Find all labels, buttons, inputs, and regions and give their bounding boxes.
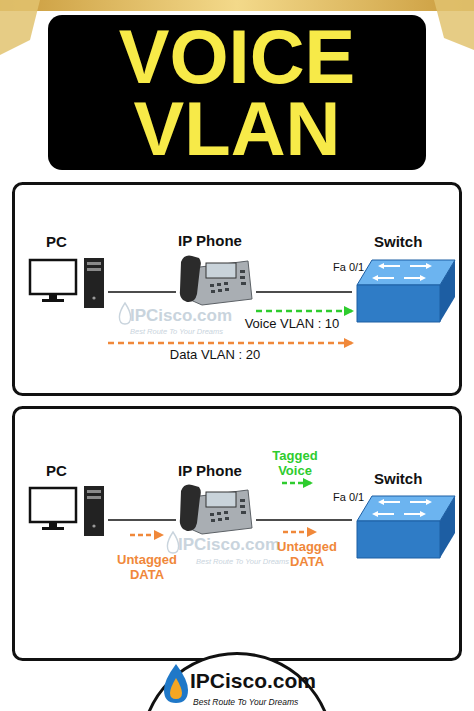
pc-node: PC <box>26 230 108 352</box>
node-label: IP Phone <box>178 232 242 249</box>
link-line <box>108 291 176 293</box>
logo-drop <box>164 664 188 703</box>
title-text: VOICE VLAN <box>119 14 356 171</box>
gold-streak <box>0 0 40 55</box>
untagged-arrow <box>130 534 162 537</box>
vlan-arrow <box>256 310 352 313</box>
watermark-mark <box>119 303 130 324</box>
traffic-label: Untagged DATA <box>115 553 179 583</box>
port-label: Fa 0/1 <box>333 261 364 274</box>
node-label: Switch <box>374 233 422 250</box>
panel-frame <box>14 408 461 660</box>
pc-icon <box>30 486 104 536</box>
pc-icon <box>30 258 104 308</box>
port-label: Fa 0/1 <box>333 491 364 504</box>
untagged-arrow <box>283 531 315 534</box>
link-line <box>256 291 352 293</box>
panel-frame <box>14 184 461 395</box>
traffic-label: Tagged Voice <box>266 449 324 479</box>
node-label: PC <box>46 462 67 479</box>
switch-node: Switch <box>352 467 458 562</box>
link-line <box>108 519 176 521</box>
vlan-arrow <box>108 342 352 345</box>
switch-icon <box>357 260 455 322</box>
watermark: IPCisco.com <box>178 535 280 555</box>
switch-icon <box>357 496 455 558</box>
gold-streak <box>434 0 474 50</box>
node-label: IPCisco.com <box>190 669 316 693</box>
watermark: IPCisco.com <box>130 306 232 326</box>
edge-label: Data VLAN : 20 <box>170 347 260 362</box>
phone-icon <box>180 485 252 534</box>
logo-circle: IPCisco.comBest Route To Your Dreams <box>140 652 334 711</box>
watermark-tagline: Best Route To Your Dreams <box>130 328 223 337</box>
switch-node: Switch <box>352 230 458 352</box>
edge-label: Voice VLAN : 10 <box>245 316 340 331</box>
title-box: VOICE VLAN <box>48 15 426 170</box>
node-label: Switch <box>374 470 422 487</box>
phone-icon <box>180 256 252 305</box>
pc-node: PC <box>26 459 108 544</box>
node-subtext: Best Route To Your Dreams <box>193 697 298 707</box>
circle-shape <box>142 654 333 711</box>
node-label: PC <box>46 233 67 250</box>
watermark-mark <box>167 532 178 553</box>
gold-band <box>0 0 474 11</box>
link-line <box>256 519 352 521</box>
logo-flame <box>170 678 182 699</box>
tagged-arrow <box>282 482 311 485</box>
node-label: IP Phone <box>178 462 242 479</box>
phone-node: IP Phone <box>176 459 256 539</box>
watermark-tagline: Best Route To Your Dreams <box>196 558 289 567</box>
